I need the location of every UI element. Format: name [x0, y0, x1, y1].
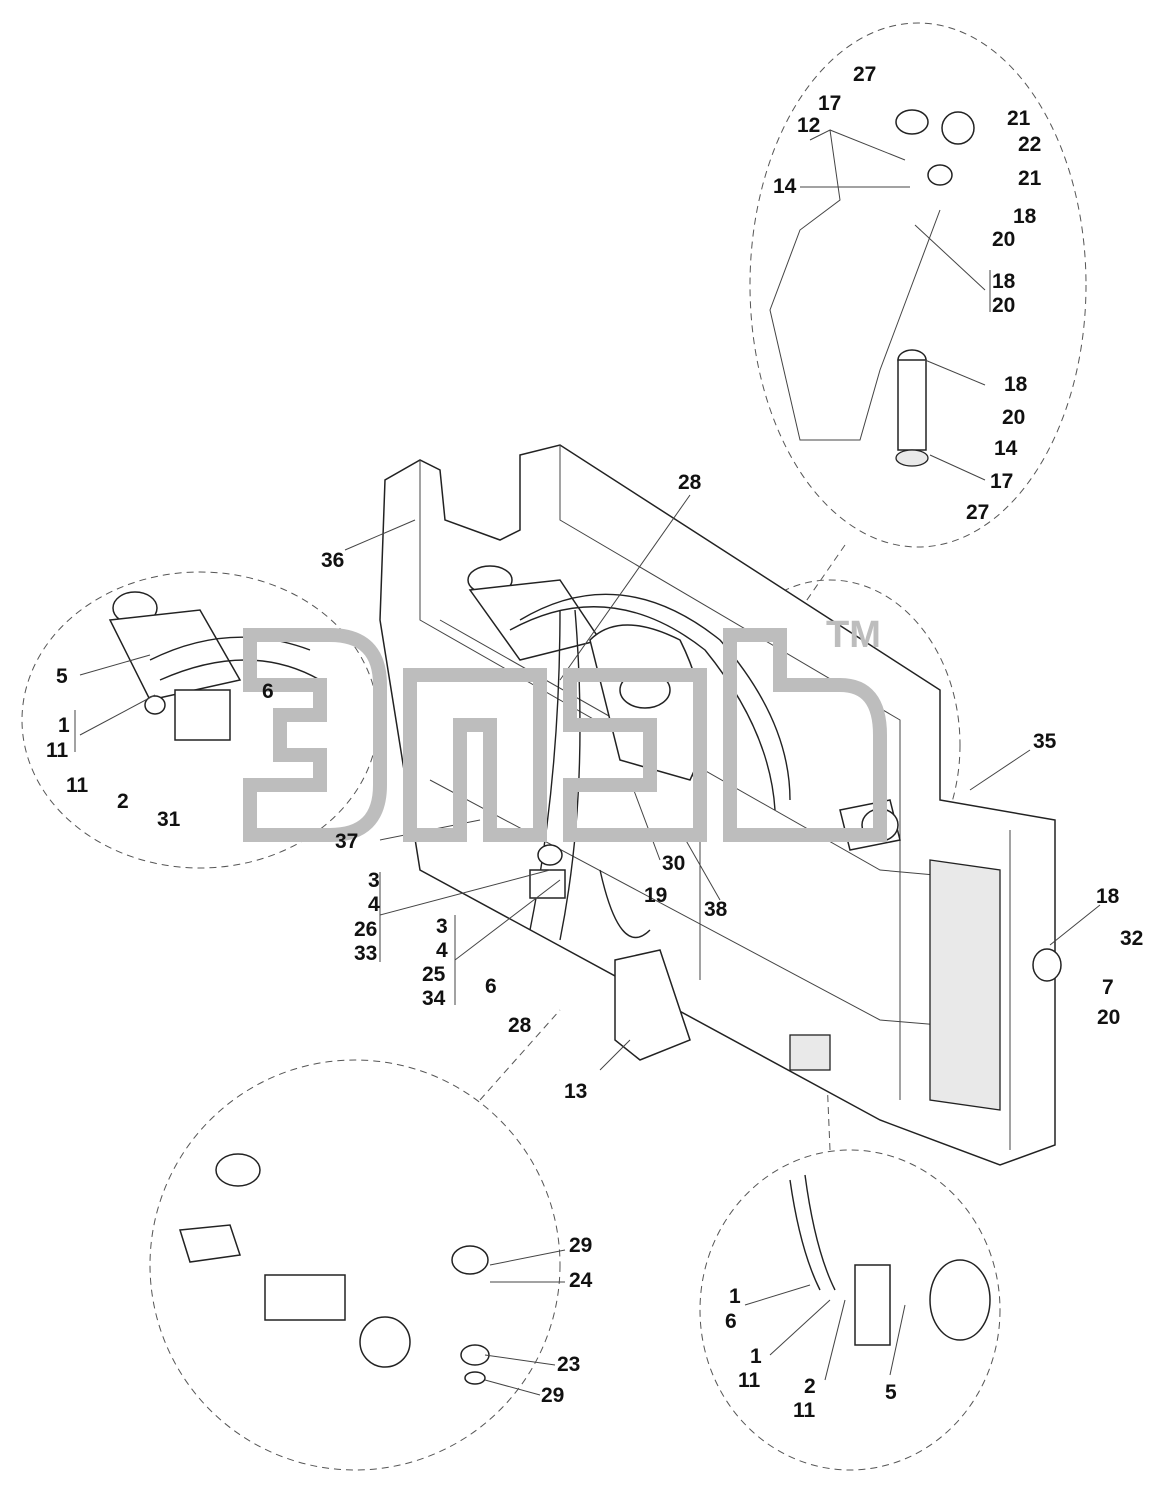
callout-label: 6 [725, 1310, 737, 1333]
callout-label: 35 [1033, 730, 1057, 753]
callout-label: 20 [1002, 406, 1026, 429]
detail-circle-top-right [749, 22, 1087, 548]
callout-label: 31 [157, 808, 181, 831]
callout-label: 32 [1120, 927, 1144, 950]
callout-label: 37 [335, 830, 359, 853]
callout-label: 6 [485, 975, 497, 998]
callout-label: 21 [1007, 107, 1031, 130]
callout-label: 11 [66, 774, 89, 797]
detail-bottom-left-parts [179, 1153, 490, 1385]
detail-circle-bottom-right [699, 1149, 1001, 1471]
callout-label: 34 [422, 987, 446, 1010]
callout-label: 14 [994, 437, 1018, 460]
callout-label: 3 [436, 915, 448, 938]
callout-label: 6 [262, 680, 274, 703]
callout-label: 11 [738, 1369, 761, 1392]
callout-label: 26 [354, 918, 378, 941]
callout-label: 5 [56, 665, 68, 688]
callout-label: 12 [797, 114, 821, 137]
callout-label: 11 [46, 739, 69, 762]
callout-label: 14 [773, 175, 797, 198]
callout-label: 4 [368, 893, 380, 916]
watermark-logo [243, 628, 887, 842]
callout-label: 24 [569, 1269, 593, 1292]
callout-label: 30 [662, 852, 686, 875]
detail-circle-bottom-left [149, 1059, 561, 1471]
callout-label: 25 [422, 963, 446, 986]
callout-label: 1 [750, 1345, 762, 1368]
callout-label: 22 [1018, 133, 1042, 156]
callout-label: 23 [557, 1353, 581, 1376]
callout-label: 4 [436, 939, 448, 962]
callout-label: 18 [1013, 205, 1037, 228]
callout-label: 20 [1097, 1006, 1121, 1029]
callout-label: 29 [569, 1234, 593, 1257]
leader-lines [74, 129, 1101, 1396]
callout-label: 20 [992, 228, 1016, 251]
callout-label: 17 [818, 92, 842, 115]
callout-label: 33 [354, 942, 378, 965]
callout-label: 21 [1018, 167, 1042, 190]
callout-label: 3 [368, 869, 380, 892]
detail-left-parts [108, 591, 321, 741]
callout-label: 7 [1102, 976, 1114, 999]
callout-label: 27 [966, 501, 990, 524]
callout-label: 11 [793, 1399, 816, 1422]
callout-label: 19 [644, 884, 668, 907]
callout-label: 5 [885, 1381, 897, 1404]
callout-label: 28 [678, 471, 702, 494]
callout-label: 13 [564, 1080, 588, 1103]
callout-label: 18 [992, 270, 1016, 293]
callout-label: 2 [804, 1375, 816, 1398]
callout-label: 18 [1004, 373, 1028, 396]
callout-label: 2 [117, 790, 129, 813]
callout-label: 17 [990, 470, 1014, 493]
callout-label: 27 [853, 63, 877, 86]
callout-label: 18 [1096, 885, 1120, 908]
detail-bottom-right-parts [789, 1174, 991, 1346]
callout-label: 36 [321, 549, 345, 572]
detail-top-right-parts [769, 109, 975, 467]
watermark-trademark: TM [826, 614, 881, 656]
callout-label: 1 [58, 714, 70, 737]
callout-label: 28 [508, 1014, 532, 1037]
callout-label: 38 [704, 898, 728, 921]
callout-label: 1 [729, 1285, 741, 1308]
callout-label: 29 [541, 1384, 565, 1407]
callout-label: 20 [992, 294, 1016, 317]
